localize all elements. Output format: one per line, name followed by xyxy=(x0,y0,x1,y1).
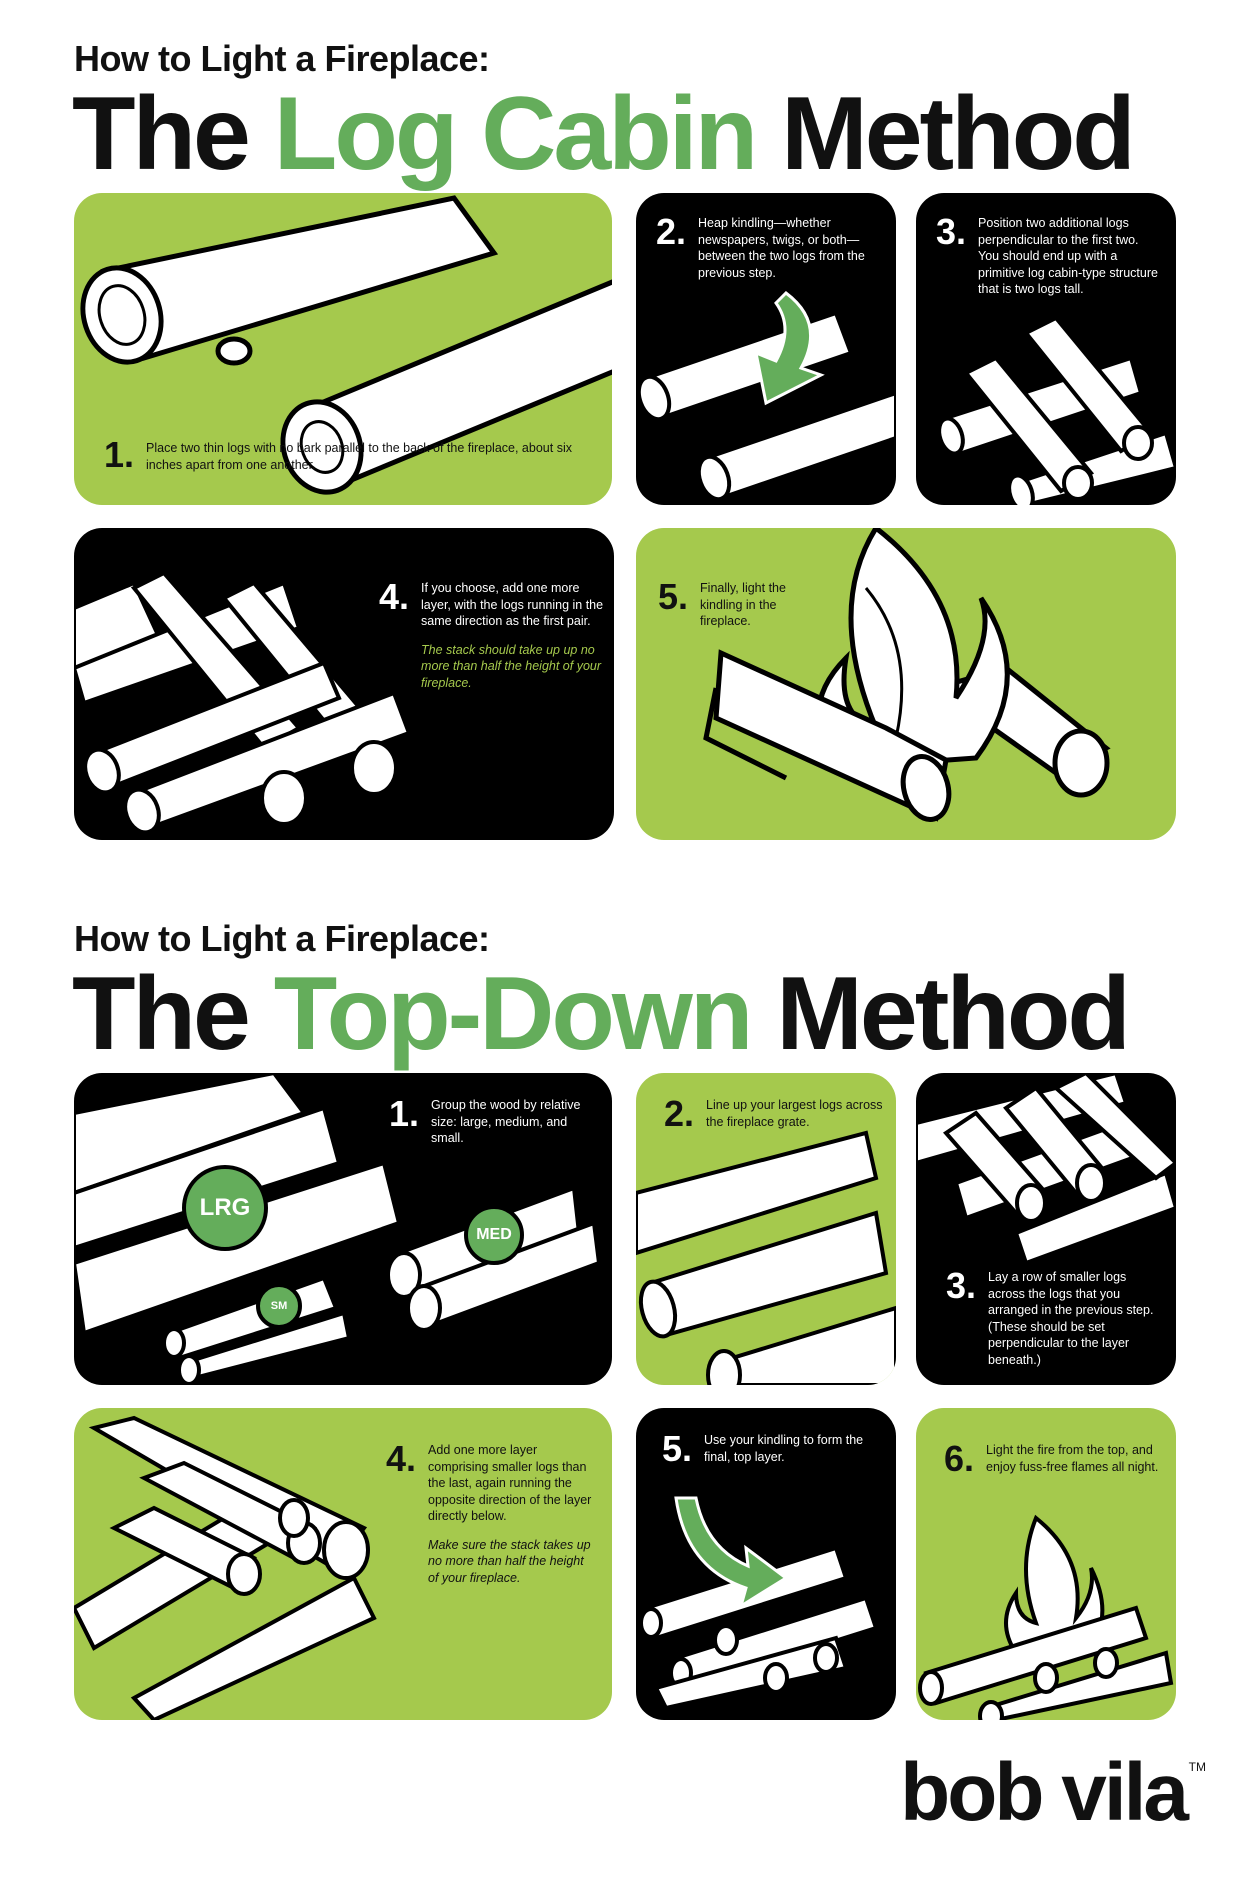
large-logs-row-illustration xyxy=(636,1130,896,1385)
bob-vila-logo: bob vila xyxy=(900,1747,1189,1838)
second-layer-illustration xyxy=(916,1073,1176,1266)
top-down-step-2-panel: 2. Line up your largest logs across the … xyxy=(636,1073,896,1385)
top-down-step-5: 5. Use your kindling to form the final, … xyxy=(662,1428,887,1469)
log-cabin-step-2-panel: 2. Heap kindling—whether newspapers, twi… xyxy=(636,193,896,505)
section1-title: The Log Cabin Method xyxy=(72,82,1136,186)
step-text: Position two additional logs perpendicul… xyxy=(978,216,1158,296)
top-down-step-1: 1. Group the wood by relative size: larg… xyxy=(389,1093,599,1147)
large-size-badge: LRG xyxy=(182,1165,268,1251)
kindling-arrow-illustration xyxy=(636,291,896,502)
top-down-step-6: 6. Light the fire from the top, and enjo… xyxy=(944,1438,1169,1479)
top-down-step-4: 4. Add one more layer comprising smaller… xyxy=(386,1438,596,1586)
log-cabin-step-4: 4. If you choose, add one more layer, wi… xyxy=(379,576,604,691)
top-down-step-3-panel: 3. Lay a row of smaller logs across the … xyxy=(916,1073,1176,1385)
top-down-step-4-panel: 4. Add one more layer comprising smaller… xyxy=(74,1408,612,1720)
top-down-step-1-panel: LRG MED SM 1. Group the wood by relative… xyxy=(74,1073,612,1385)
log-cabin-step-2: 2. Heap kindling—whether newspapers, twi… xyxy=(656,211,881,281)
log-cabin-step-5: 5. Finally, light the kindling in the fi… xyxy=(658,576,808,630)
step-number: 5. xyxy=(658,576,689,617)
title-pre: The xyxy=(72,76,274,192)
log-cabin-three-tall-illustration xyxy=(74,570,412,835)
top-down-step-5-panel: 5. Use your kindling to form the final, … xyxy=(636,1408,896,1720)
log-cabin-step-3-panel: 3. Position two additional logs perpendi… xyxy=(916,193,1176,505)
step-number: 4. xyxy=(379,576,410,617)
step-number: 5. xyxy=(662,1428,693,1469)
step-number: 6. xyxy=(944,1438,975,1479)
top-down-step-3: 3. Lay a row of smaller logs across the … xyxy=(946,1265,1166,1368)
title-accent: Top-Down xyxy=(273,956,754,1072)
step-number: 3. xyxy=(936,211,967,252)
title-accent: Log Cabin xyxy=(273,76,758,192)
title-pre: The xyxy=(72,956,274,1072)
third-layer-illustration xyxy=(74,1415,377,1720)
title-post: Method xyxy=(755,76,1136,192)
medium-size-badge: MED xyxy=(464,1205,524,1265)
step-note: Make sure the stack takes up no more tha… xyxy=(428,1537,591,1585)
step-text: Add one more layer comprising smaller lo… xyxy=(428,1443,592,1523)
step-number: 2. xyxy=(664,1093,695,1134)
step-number: 1. xyxy=(389,1093,420,1134)
trademark-symbol: TM xyxy=(1188,1760,1206,1774)
campfire-illustration xyxy=(703,528,1111,822)
section2-title: The Top-Down Method xyxy=(72,962,1131,1066)
log-cabin-step-1-panel: 1. Place two thin logs with no bark para… xyxy=(74,193,612,505)
step-number: 4. xyxy=(386,1438,417,1479)
step-text: Light the fire from the top, and enjoy f… xyxy=(986,1443,1159,1474)
top-fire-illustration xyxy=(918,1514,1174,1720)
top-down-step-2: 2. Line up your largest logs across the … xyxy=(664,1093,884,1134)
top-down-step-6-panel: 6. Light the fire from the top, and enjo… xyxy=(916,1408,1176,1720)
step-text: Finally, light the kindling in the firep… xyxy=(700,581,786,628)
log-cabin-step-4-panel: 4. If you choose, add one more layer, wi… xyxy=(74,528,614,840)
log-cabin-two-tall-illustration xyxy=(937,315,1176,505)
step-text: If you choose, add one more layer, with … xyxy=(421,581,604,628)
step-text: Line up your largest logs across the fir… xyxy=(706,1098,883,1129)
step-text: Place two thin logs with no bark paralle… xyxy=(146,441,572,472)
step-text: Use your kindling to form the final, top… xyxy=(704,1433,864,1464)
step-text: Heap kindling—whether newspapers, twigs,… xyxy=(698,216,865,280)
log-cabin-step-1: 1. Place two thin logs with no bark para… xyxy=(104,434,584,475)
step-text: Lay a row of smaller logs across the log… xyxy=(988,1270,1154,1367)
step-number: 3. xyxy=(946,1265,977,1306)
two-logs-illustration xyxy=(80,195,612,495)
step-text: Group the wood by relative size: large, … xyxy=(431,1098,581,1145)
kindling-top-layer-illustration xyxy=(639,1496,879,1711)
section1-kicker: How to Light a Fireplace: xyxy=(74,38,490,79)
step-number: 2. xyxy=(656,211,687,252)
title-post: Method xyxy=(750,956,1131,1072)
section2-kicker: How to Light a Fireplace: xyxy=(74,918,490,959)
step-note: The stack should take up up no more than… xyxy=(421,642,602,690)
log-cabin-step-3: 3. Position two additional logs perpendi… xyxy=(936,211,1161,298)
step-number: 1. xyxy=(104,434,135,475)
small-size-badge: SM xyxy=(256,1283,302,1329)
log-cabin-step-5-panel: 5. Finally, light the kindling in the fi… xyxy=(636,528,1176,840)
